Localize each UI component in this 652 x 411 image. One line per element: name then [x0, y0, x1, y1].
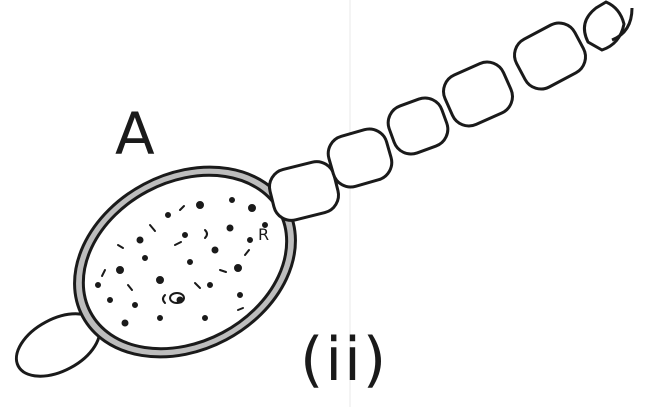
- vegetative-cell: [438, 56, 518, 131]
- label-ii: (ii): [300, 330, 388, 390]
- vegetative-cell: [383, 93, 453, 159]
- label-r: R: [258, 225, 269, 244]
- vegetative-cell: [584, 2, 624, 50]
- label-a: A: [115, 105, 155, 163]
- vegetative-cell-chain: [266, 2, 632, 224]
- vegetative-cell: [508, 17, 592, 96]
